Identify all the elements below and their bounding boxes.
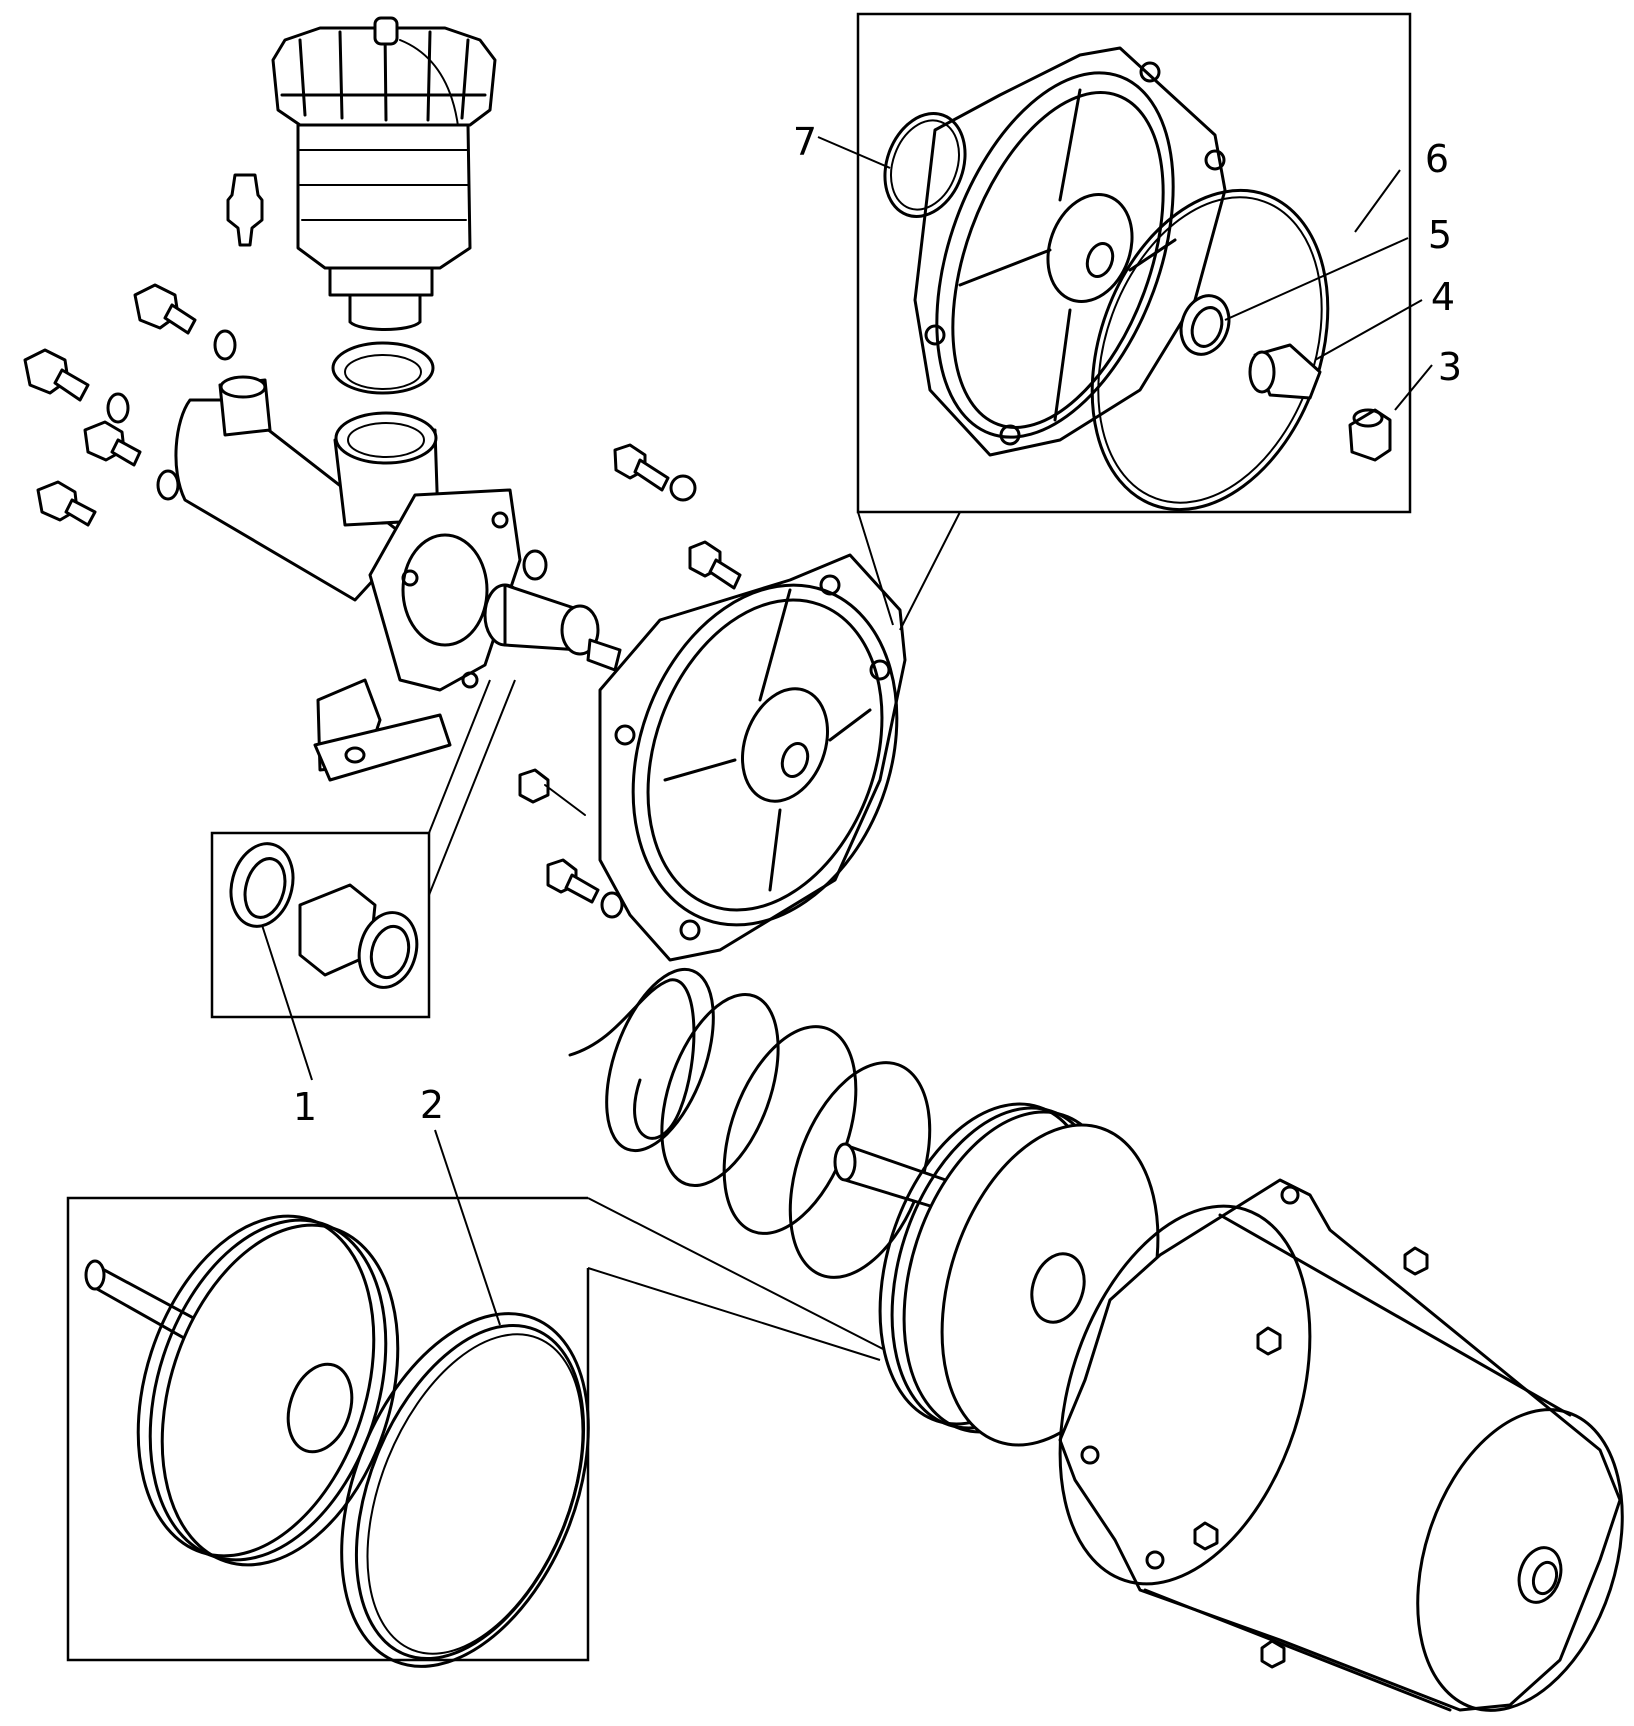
callout-6: 6	[1425, 137, 1449, 181]
seal-5	[1179, 294, 1231, 356]
detail-box-top-right	[856, 12, 1412, 514]
bolt-4	[36, 480, 97, 527]
detail-box-1	[210, 831, 431, 1019]
callout-2: 2	[420, 1083, 444, 1127]
callout-4: 4	[1431, 275, 1455, 319]
detail-box-bottom-left	[66, 1196, 590, 1662]
detail-bottom-connector	[587, 1197, 886, 1361]
washer-2	[106, 392, 130, 424]
bushing-4	[1248, 343, 1322, 400]
washer-1	[213, 329, 237, 361]
leader-2	[434, 1129, 501, 1326]
leader-4	[1314, 299, 1423, 361]
diaphragm-detail	[84, 1214, 400, 1567]
seal-ring-2	[340, 1312, 590, 1668]
leader-6	[1354, 169, 1401, 233]
bolt-6	[688, 540, 742, 590]
detail-top-connector	[857, 511, 961, 631]
o-ring-7	[883, 112, 967, 218]
bolt-1	[133, 283, 197, 335]
leader-3	[1394, 364, 1433, 411]
reservoir-cap	[271, 16, 497, 281]
bleed-nipple	[226, 173, 264, 247]
leader-1	[261, 924, 313, 1081]
callout-3: 3	[1438, 345, 1462, 389]
bolt-8	[546, 858, 624, 919]
main-flange	[598, 553, 907, 962]
plug-3	[1348, 408, 1392, 462]
rear-flange-detail	[913, 46, 1227, 457]
washer-3	[156, 469, 180, 501]
callout-7: 7	[793, 120, 817, 164]
leader-5	[1224, 237, 1409, 321]
bolt-3	[83, 420, 142, 467]
reservoir-seal	[331, 341, 435, 395]
rod-o-ring	[522, 549, 548, 581]
reservoir-body	[296, 123, 472, 331]
bolt-7	[518, 768, 586, 816]
callout-1: 1	[293, 1085, 317, 1129]
bolt-5	[613, 443, 697, 502]
bolt-2	[23, 348, 90, 402]
piston-assembly	[483, 583, 646, 707]
detail-1-connector	[428, 679, 516, 896]
master-cylinder-body	[174, 375, 522, 782]
leader-7	[817, 136, 891, 169]
piston-seal-detail	[229, 842, 419, 989]
chamber-housing	[1058, 1178, 1624, 1712]
callout-5: 5	[1428, 213, 1452, 257]
return-spring	[568, 967, 932, 1279]
